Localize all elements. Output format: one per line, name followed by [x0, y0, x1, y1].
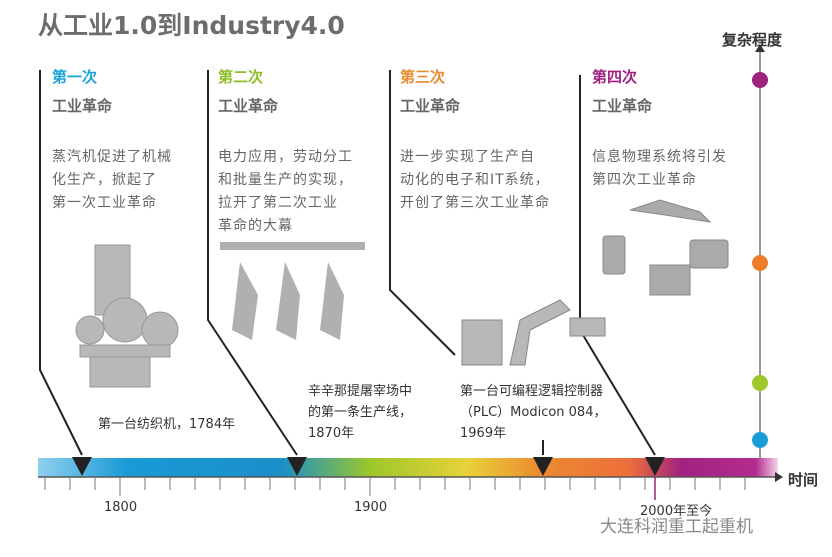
timeline-bar: [38, 458, 778, 477]
era-desc-line: 信息物理系统将引发: [592, 149, 727, 165]
complexity-dot-4: [752, 72, 768, 88]
era-desc-line: 动化的电子和IT系统，: [400, 172, 550, 188]
era3-arrow-icon: [533, 457, 553, 476]
era2-event: 辛辛那提屠宰场中的第一条生产线， 1870年: [308, 381, 412, 444]
era-name: 第四次: [592, 68, 638, 86]
complexity-dot-2: [752, 375, 768, 391]
era-desc-line: 革命的大幕: [218, 218, 293, 234]
era-name: 第一次: [52, 68, 98, 86]
era-subtitle: 工业革命: [218, 97, 279, 115]
era-subtitle: 工业革命: [52, 97, 113, 115]
era1-event: 第一台纺织机，1784年: [98, 414, 235, 435]
era-subtitle: 工业革命: [400, 97, 461, 115]
textile-machine-icon: [75, 244, 179, 388]
axis-ticks: [44, 478, 746, 496]
event-line: 第一台可编程逻辑控制器: [460, 384, 604, 399]
era1-arrow-icon: [72, 457, 92, 476]
era-desc-line: 拉开了第二次工业: [218, 195, 338, 211]
watermark: 大连科润重工起重机: [600, 517, 753, 537]
era2-arrow-icon: [287, 457, 307, 476]
era-desc-line: 进一步实现了生产自: [400, 149, 535, 165]
era-desc-line: 电力应用，劳动分工: [218, 149, 353, 165]
era2-pointer-line: [207, 70, 298, 456]
complexity-dot-1: [752, 432, 768, 448]
era-3-block: 第三次 工业革命 进一步实现了生产自动化的电子和IT系统， 开创了第三次工业革命: [400, 66, 550, 215]
era-desc-line: 化生产，掀起了: [52, 172, 157, 188]
tick-label-1800: 1800: [104, 500, 138, 515]
era-desc-line: 第四次工业革命: [592, 172, 697, 188]
era4-arrow-icon: [645, 457, 665, 476]
event-line: 辛辛那提屠宰场中: [308, 384, 413, 399]
era-desc-line: 第一次工业革命: [52, 195, 157, 211]
event-line: 1969年: [460, 426, 507, 441]
event-line: 的第一条生产线，: [308, 405, 413, 420]
page-title: 从工业1.0到Industry4.0: [38, 11, 345, 40]
robot-arm-plc-icon: [461, 299, 606, 366]
event-line: 第一台纺织机，1784年: [98, 417, 236, 432]
event-line: （PLC）Modicon 084，: [460, 405, 607, 420]
time-label: 时间: [788, 471, 819, 489]
tick-label-2000: 2000年至今: [640, 504, 713, 519]
complexity-arrow-icon: [755, 44, 765, 52]
slaughterhouse-conveyor-icon: [220, 242, 365, 340]
era-desc-line: 开创了第三次工业革命: [400, 195, 550, 211]
era-2-block: 第二次 工业革命 电力应用，劳动分工和批量生产的实现， 拉开了第二次工业革命的大幕: [218, 66, 353, 238]
era-desc-line: 和批量生产的实现，: [218, 172, 353, 188]
tick-label-1900: 1900: [354, 500, 388, 515]
era-name: 第二次: [218, 68, 264, 86]
complexity-label: 复杂程度: [722, 31, 783, 49]
era3-event: 第一台可编程逻辑控制器 （PLC）Modicon 084， 1969年: [460, 381, 606, 444]
era3-pointer-line: [389, 70, 456, 356]
era-subtitle: 工业革命: [592, 97, 653, 115]
event-line: 1870年: [308, 426, 355, 441]
era-4-block: 第四次 工业革命 信息物理系统将引发第四次工业革命: [592, 66, 727, 192]
connected-devices-icon: [602, 199, 729, 296]
era-name: 第三次: [400, 68, 446, 86]
complexity-dot-3: [752, 255, 768, 271]
era-1-block: 第一次 工业革命 蒸汽机促进了机械化生产，掀起了第一次工业革命: [52, 66, 172, 215]
era1-pointer-line: [39, 70, 83, 456]
time-axis-arrow-icon: [775, 472, 783, 482]
era-desc-line: 蒸汽机促进了机械: [52, 149, 172, 165]
